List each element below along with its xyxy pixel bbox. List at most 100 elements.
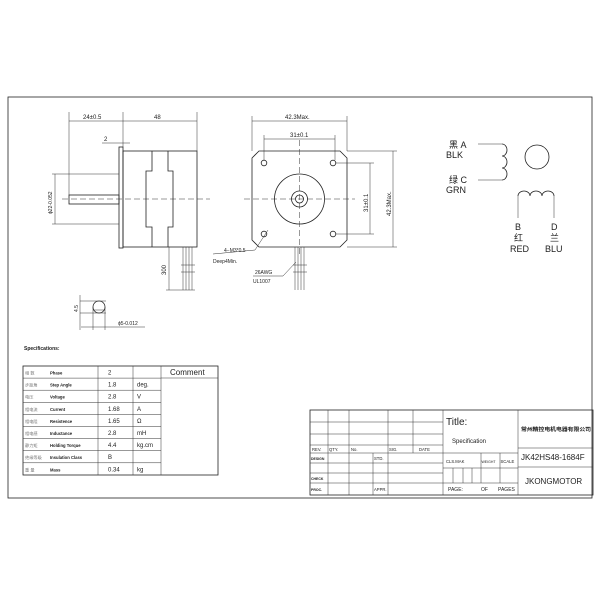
hole-depth-note: Deep4Min. <box>213 259 237 265</box>
spec-value: 2.8 <box>108 395 117 401</box>
wire-gauge-note: 26AWG <box>255 270 272 276</box>
tb-rev: REV. <box>312 447 321 452</box>
spec-unit: kg <box>137 467 143 473</box>
wire-a-label: 黑 A <box>449 140 467 150</box>
spec-heading: Specifications: <box>24 346 60 352</box>
drawing-frame <box>7 96 593 499</box>
dim-body-length: 48 <box>154 115 161 121</box>
comment-header: Comment <box>170 368 205 377</box>
wire-standard-note: UL1007 <box>253 279 271 285</box>
lead-wires <box>181 247 195 290</box>
tb-date: DATE <box>419 447 430 452</box>
spec-value: 1.65 <box>108 419 120 425</box>
coil-ac <box>501 143 508 181</box>
tb-pages: PAGES <box>498 487 516 493</box>
front-lead-wires <box>293 247 307 290</box>
spec-name: Step Angle <box>50 383 72 388</box>
spec-name: Phase <box>50 371 63 376</box>
spec-unit: kg.cm <box>137 443 153 449</box>
tb-title-value: Specification <box>452 439 486 445</box>
spec-unit: deg. <box>137 383 149 389</box>
spec-value: 1.68 <box>108 407 120 413</box>
spec-value: 0.34 <box>108 467 120 473</box>
spec-name: Holding Torque <box>50 443 81 448</box>
spec-unit: V <box>137 395 141 401</box>
spec-row: 相 数 Phase 2 <box>25 370 112 377</box>
coil-bd <box>517 190 555 197</box>
hole-note: 4−M3*0.5 <box>224 248 246 254</box>
spec-cn-label: 相 数 <box>25 370 35 377</box>
mount-hole <box>260 159 268 167</box>
dim-height: 42.3Max. <box>387 191 393 216</box>
motor-body <box>122 150 198 248</box>
wire-d-label: D <box>551 222 558 232</box>
dim-lead-length: 300 <box>162 264 168 275</box>
spec-name: Inductance <box>50 431 73 436</box>
wire-b-cn: 红 <box>514 232 523 243</box>
spec-value: 2 <box>108 371 112 377</box>
tb-qty: QTY. <box>329 447 338 452</box>
spec-name: Voltage <box>50 395 65 400</box>
dim-pilot: ϕ22-0.052 <box>48 191 54 214</box>
tb-company: 常州精控电机电器有限公司 <box>521 426 591 433</box>
shaft-section: 4.5 ϕ5-0.012 <box>74 295 145 330</box>
wire-d-cn: 兰 <box>550 232 559 243</box>
spec-cn-label: 相电感 <box>25 430 38 437</box>
tb-sig: SIG. <box>389 447 397 452</box>
spec-table: Specifications: Comment 相 数 Phase 2 步距角 Step… <box>22 346 219 476</box>
wire-a-color: BLK <box>446 150 463 160</box>
spec-row: 绝缘等级 Insulation Class B <box>23 450 161 461</box>
tb-no: No. <box>351 447 358 452</box>
tb-check: CHECK <box>311 477 324 481</box>
wire-b-label: B <box>515 222 521 232</box>
wire-b-color: RED <box>510 244 530 254</box>
tb-std: STD. <box>374 456 384 461</box>
tb-scale: SCALE <box>501 459 515 464</box>
spec-row: 相电感 Inductance 2.8 mH <box>23 426 161 437</box>
spec-cn-label: 绝缘等级 <box>25 454 43 461</box>
tb-design: DESIGN <box>311 457 325 461</box>
tb-of: OF <box>481 487 488 493</box>
wire-c-color: GRN <box>446 185 466 195</box>
tb-proc: PROC. <box>311 488 322 492</box>
spec-unit: mH <box>137 431 146 437</box>
spec-cn-label: 电压 <box>25 394 33 401</box>
dim-hole-spacing-h: 31±0.1 <box>290 133 309 139</box>
spec-row: 电压 Voltage 2.8 V <box>23 389 161 401</box>
spec-value: 4.4 <box>108 443 117 449</box>
mount-hole <box>329 230 337 238</box>
spec-row: 静力矩 Holding Torque 4.4 kg.cm <box>23 438 161 449</box>
spec-name: Mass <box>50 467 61 472</box>
dim-shaft-length: 24±0.5 <box>83 115 102 121</box>
front-face <box>251 150 348 248</box>
mount-hole <box>329 159 337 167</box>
tb-cls-mak: CLS.MAK <box>446 459 465 464</box>
dim-shaft-diameter: ϕ5-0.012 <box>118 321 138 327</box>
spec-name: Current <box>50 407 66 412</box>
spec-cn-label: 静力矩 <box>25 442 38 449</box>
spec-value: B <box>108 455 112 461</box>
spec-row: 重 量 Mass 0.34 kg <box>23 462 161 473</box>
spec-cn-label: 重 量 <box>25 466 35 473</box>
spec-unit: Ω <box>137 419 142 425</box>
spec-value: 1.8 <box>108 383 117 389</box>
tb-appr: APPR. <box>374 487 387 492</box>
wire-d-color: BLU <box>545 244 563 254</box>
dim-hole-spacing-v: 31±0.1 <box>364 193 370 212</box>
spec-row: 步距角 Step Angle 1.8 deg. <box>23 377 161 389</box>
spec-name: Insulation Class <box>50 455 83 460</box>
spec-unit: A <box>137 407 141 413</box>
tb-weight: WEIGHT <box>482 460 497 464</box>
flange <box>118 146 124 249</box>
spec-cn-label: 步距角 <box>25 382 38 389</box>
spec-value: 2.8 <box>108 431 117 437</box>
tb-model: JK42HS48-1684F <box>521 453 585 462</box>
spec-name: Resistence <box>50 419 73 424</box>
wire-c-label: 绿 C <box>449 174 468 185</box>
shaft <box>68 194 120 205</box>
front-view: 42.3Max. 31±0.1 31±0.1 42.3Max. 4−M3*0.5… <box>212 115 397 290</box>
dim-flange: 2 <box>104 137 108 143</box>
